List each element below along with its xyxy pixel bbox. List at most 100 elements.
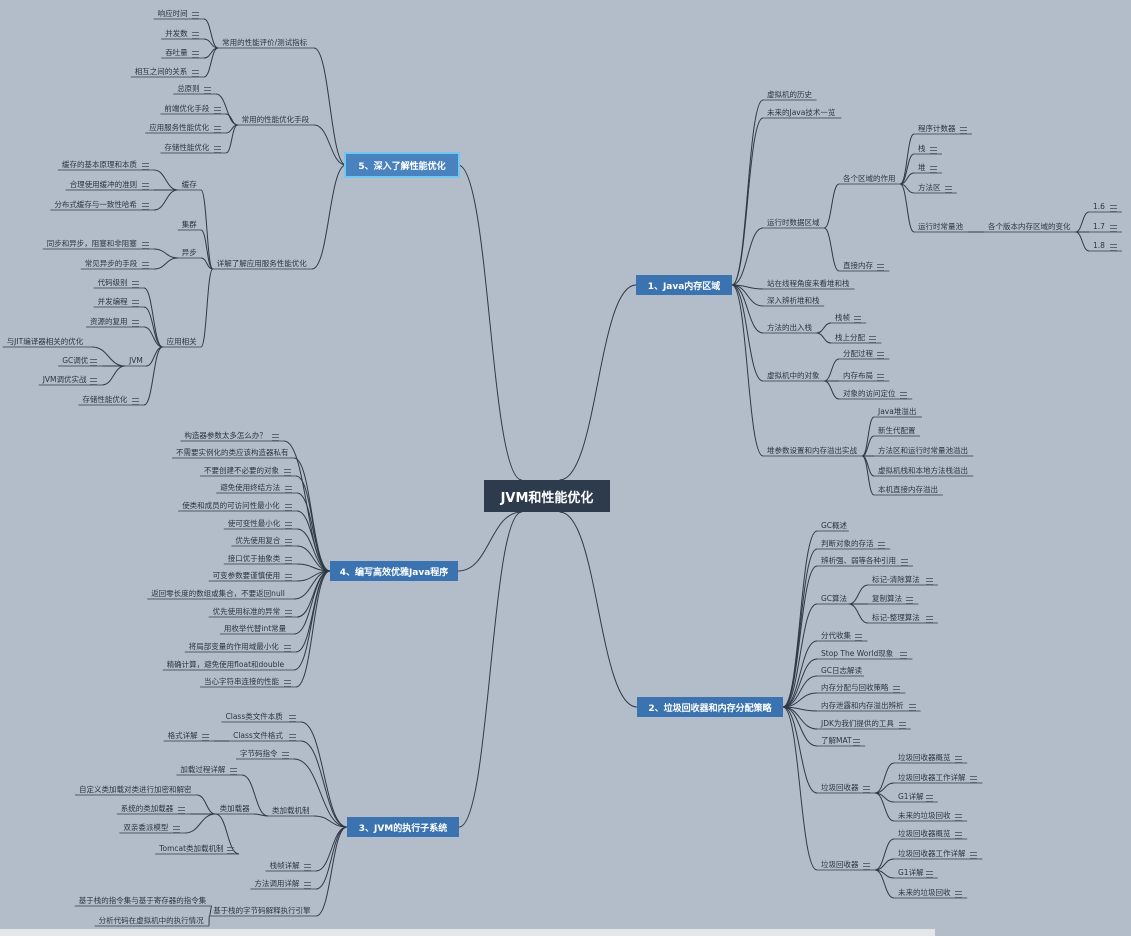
note-icon[interactable] — [285, 610, 292, 617]
topic-node[interactable]: 相互之间的关系 — [134, 67, 188, 76]
note-icon[interactable] — [214, 107, 221, 114]
note-icon[interactable] — [925, 616, 933, 623]
topic-node[interactable]: 标记-清除算法 — [872, 575, 920, 584]
topic-node[interactable]: 分析代码在虚拟机中的执行情况 — [98, 916, 204, 925]
note-icon[interactable] — [304, 864, 311, 871]
topic-node[interactable]: 分代收集 — [821, 631, 851, 640]
topic-node[interactable]: 使类和成员的可访问性最小化 — [182, 501, 280, 510]
note-icon[interactable] — [132, 281, 139, 288]
topic-node[interactable]: 吞吐量 — [165, 48, 188, 57]
topic-node[interactable]: 优先使用复合 — [235, 536, 281, 545]
topic-node[interactable]: 栈帧详解 — [269, 861, 300, 870]
note-icon[interactable] — [877, 374, 885, 381]
note-icon[interactable] — [192, 12, 199, 19]
note-icon[interactable] — [285, 486, 292, 493]
topic-node[interactable]: 垃圾回收器工作详解 — [898, 773, 966, 782]
topic-node[interactable]: 未来的垃圾回收 — [898, 888, 951, 897]
note-icon[interactable] — [898, 722, 906, 729]
topic-node[interactable]: 方法的出入栈 — [767, 323, 812, 332]
topic-node[interactable]: 基于栈的字节码解释执行引擎 — [213, 906, 311, 915]
note-icon[interactable] — [906, 597, 914, 604]
topic-node[interactable]: Class文件格式 — [233, 731, 283, 740]
topic-node[interactable]: 各个区域的作用 — [843, 174, 896, 183]
note-icon[interactable] — [925, 578, 933, 585]
topic-node[interactable]: 方法区 — [918, 183, 941, 192]
topic-node[interactable]: 使可变性最小化 — [227, 519, 281, 528]
topic-node[interactable]: 前端优化手段 — [164, 104, 210, 113]
note-icon[interactable] — [204, 87, 211, 94]
note-icon[interactable] — [285, 574, 292, 581]
topic-node[interactable]: 未来的Java技术一览 — [767, 108, 836, 117]
topic-node[interactable]: 详解了解应用服务性能优化 — [216, 259, 307, 268]
topic-node[interactable]: Tomcat类加载机制 — [159, 844, 224, 853]
note-icon[interactable] — [192, 32, 199, 39]
note-icon[interactable] — [893, 686, 901, 693]
note-icon[interactable] — [944, 186, 952, 193]
topic-node[interactable]: Java堆溢出 — [878, 407, 917, 416]
note-icon[interactable] — [869, 336, 877, 343]
topic-node[interactable]: 常用的性能评价/测试指标 — [222, 38, 308, 47]
topic-node[interactable]: 类加载机制 — [272, 806, 310, 815]
topic-node[interactable]: Stop The World现象 — [821, 649, 894, 658]
note-icon[interactable] — [132, 320, 139, 327]
topic-node[interactable]: 响应时间 — [157, 9, 188, 18]
note-icon[interactable] — [930, 147, 937, 154]
topic-node[interactable]: 直接内存 — [843, 261, 873, 270]
note-icon[interactable] — [1109, 205, 1117, 212]
topic-node[interactable]: 1.6 — [1093, 202, 1105, 211]
note-icon[interactable] — [955, 814, 963, 821]
topic-node[interactable]: 栈上分配 — [835, 333, 865, 342]
topic-node[interactable]: Class类文件本质 — [225, 712, 283, 721]
topic-node[interactable]: JVM — [129, 356, 143, 365]
topic-node[interactable]: 堆参数设置和内存溢出实战 — [767, 446, 857, 455]
topic-node[interactable]: 总原则 — [177, 84, 200, 93]
note-icon[interactable] — [877, 264, 885, 271]
note-icon[interactable] — [90, 359, 97, 366]
topic-node[interactable]: 复制算法 — [872, 594, 902, 603]
note-icon[interactable] — [178, 807, 185, 814]
note-icon[interactable] — [970, 852, 978, 859]
topic-node[interactable]: 存储性能优化 — [82, 395, 128, 404]
note-icon[interactable] — [132, 300, 139, 307]
topic-node[interactable]: 基于栈的指令集与基于寄存器的指令集 — [78, 896, 207, 905]
topic-node[interactable]: 不需要实例化的类应该构造器私有 — [176, 448, 289, 457]
note-icon[interactable] — [1109, 244, 1117, 251]
topic-node[interactable]: 接口优于抽象类 — [227, 554, 281, 563]
note-icon[interactable] — [289, 734, 296, 741]
topic-node[interactable]: 合理使用缓冲的准则 — [69, 180, 138, 189]
topic-node[interactable]: 返回零长度的数组或集合，不要返回null — [151, 589, 285, 598]
topic-node[interactable]: 并发数 — [165, 29, 188, 38]
topic-node[interactable]: 系统的类加载器 — [120, 804, 174, 813]
topic-node[interactable]: 代码级别 — [97, 278, 128, 287]
note-icon[interactable] — [955, 756, 963, 763]
topic-node[interactable]: 垃圾回收器 — [821, 783, 859, 792]
topic-node[interactable]: 垃圾回收器 — [821, 860, 859, 869]
topic-node[interactable]: 分布式缓存与一致性哈希 — [54, 200, 137, 209]
note-icon[interactable] — [853, 739, 861, 746]
topic-node[interactable]: GC概述 — [821, 521, 848, 530]
note-icon[interactable] — [142, 262, 149, 269]
note-icon[interactable] — [285, 539, 292, 546]
topic-node[interactable]: 缓存的基本原理和本质 — [62, 160, 137, 169]
note-icon[interactable] — [284, 469, 291, 476]
note-icon[interactable] — [900, 652, 908, 659]
note-icon[interactable] — [304, 882, 311, 889]
topic-node[interactable]: 站在线程角度来看堆和栈 — [767, 279, 850, 288]
topic-node[interactable]: G1详解 — [898, 868, 924, 877]
topic-node[interactable]: 用枚举代替int常量 — [223, 624, 287, 633]
note-icon[interactable] — [925, 871, 933, 878]
note-icon[interactable] — [877, 352, 885, 359]
note-icon[interactable] — [142, 203, 149, 210]
topic-node[interactable]: 堆 — [918, 163, 926, 172]
topic-node[interactable]: 应用相关 — [166, 337, 197, 346]
note-icon[interactable] — [202, 734, 209, 741]
note-icon[interactable] — [272, 434, 279, 441]
topic-node[interactable]: 内存分配与回收策略 — [821, 683, 889, 692]
topic-node[interactable]: 分配过程 — [843, 349, 873, 358]
scrollbar-track[interactable] — [0, 929, 935, 936]
topic-node[interactable]: 格式详解 — [167, 731, 198, 740]
topic-node[interactable]: 辨析强、弱等各种引用 — [821, 556, 896, 565]
topic-node[interactable]: 避免使用终结方法 — [220, 483, 281, 492]
note-icon[interactable] — [970, 776, 978, 783]
topic-node[interactable]: 运行时常量池 — [918, 222, 963, 231]
